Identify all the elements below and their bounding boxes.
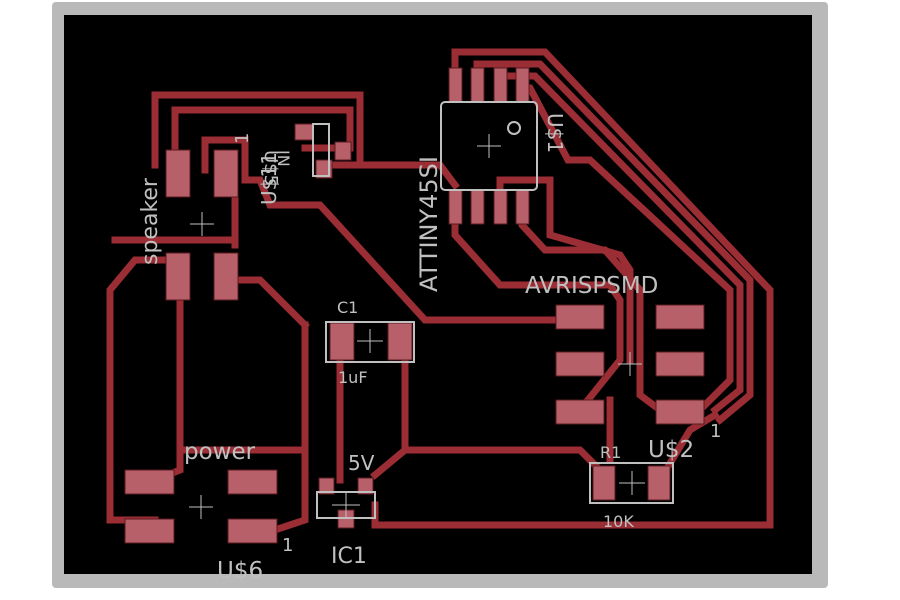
r1-value: 10K — [603, 512, 634, 531]
avr-pin1: 1 — [710, 421, 721, 442]
attiny-ref: U$1 — [543, 113, 567, 153]
u5-ref: U$5 — [260, 150, 281, 186]
u5-outline — [312, 123, 330, 177]
trace-gnd-left — [106, 256, 169, 524]
pads — [124, 67, 705, 544]
pad-isp-3 — [555, 399, 605, 425]
c1-outline — [325, 321, 415, 363]
power-pin1: 1 — [282, 535, 293, 556]
pad-ic1-3 — [357, 477, 374, 495]
pad-attiny-6 — [493, 67, 508, 103]
pad-power-4 — [227, 518, 278, 544]
speaker-ref: U$11 — [257, 152, 281, 205]
trace-attiny-isp3 — [518, 211, 665, 415]
pad-attiny-4 — [515, 189, 530, 225]
speaker-name: speaker — [138, 177, 163, 265]
c1-ref: C1 — [337, 298, 358, 317]
pad-power-1 — [124, 469, 175, 495]
trace-ic1-out — [370, 445, 410, 480]
pad-ic1-1 — [318, 477, 335, 495]
pad-isp-6 — [655, 399, 705, 425]
trace-power-vert — [150, 286, 184, 485]
pad-r1-1 — [592, 465, 616, 501]
pad-isp-2 — [555, 351, 605, 377]
pad-isp-4 — [655, 304, 705, 330]
trace-attiny-isp1 — [451, 216, 624, 415]
avr-ref: U$2 — [648, 437, 694, 463]
pad-isp-1 — [555, 304, 605, 330]
trace-c1-power — [270, 321, 309, 535]
pad-power-3 — [124, 518, 175, 544]
r1-ref: R1 — [600, 443, 621, 462]
u5-pin: IN — [274, 150, 293, 167]
r1-outline — [589, 462, 674, 504]
pad-speaker-4 — [213, 252, 239, 301]
pad-attiny-8 — [448, 67, 463, 103]
pad-attiny-1 — [448, 189, 463, 225]
attiny-pin1-dot — [507, 121, 521, 135]
pad-speaker-2 — [213, 149, 239, 198]
trace-c1-r1 — [401, 341, 605, 475]
pad-speaker-3 — [165, 252, 191, 301]
trace-vcc-loop — [371, 48, 774, 529]
pad-isp-5 — [655, 351, 705, 377]
pad-c1-1 — [329, 322, 355, 361]
pad-u5-3 — [334, 141, 352, 161]
trace-attiny-isp2 — [496, 176, 634, 364]
pad-r1-2 — [647, 465, 671, 501]
attiny-outline — [440, 101, 538, 191]
origin-crosses — [189, 134, 645, 519]
pad-attiny-2 — [470, 189, 485, 225]
speaker-pin1: 1 — [232, 133, 253, 144]
pad-u5-1 — [294, 123, 314, 141]
trace-spk-c1 — [226, 276, 310, 330]
pad-power-2 — [227, 469, 278, 495]
trace-sck — [473, 60, 754, 425]
ic1-outline — [316, 491, 376, 519]
trace-reset — [201, 136, 584, 324]
power-ref: U$6 — [217, 558, 263, 584]
pad-c1-2 — [387, 322, 413, 361]
pad-speaker-1 — [165, 149, 191, 198]
ic1-ref: IC1 — [331, 544, 367, 569]
c1-value: 1uF — [338, 368, 368, 387]
pad-attiny-3 — [493, 189, 508, 225]
pad-attiny-5 — [515, 67, 530, 103]
silkscreen — [189, 101, 674, 519]
avr-name: AVRISPSMD — [525, 273, 658, 299]
labels: speaker U$11 1 U$5 IN ATTINY45SI U$1 C1 … — [138, 113, 721, 584]
ic1-value: 5V — [348, 451, 375, 475]
attiny-name: ATTINY45SI — [415, 156, 443, 292]
power-name: power — [184, 439, 256, 465]
pad-attiny-7 — [470, 67, 485, 103]
